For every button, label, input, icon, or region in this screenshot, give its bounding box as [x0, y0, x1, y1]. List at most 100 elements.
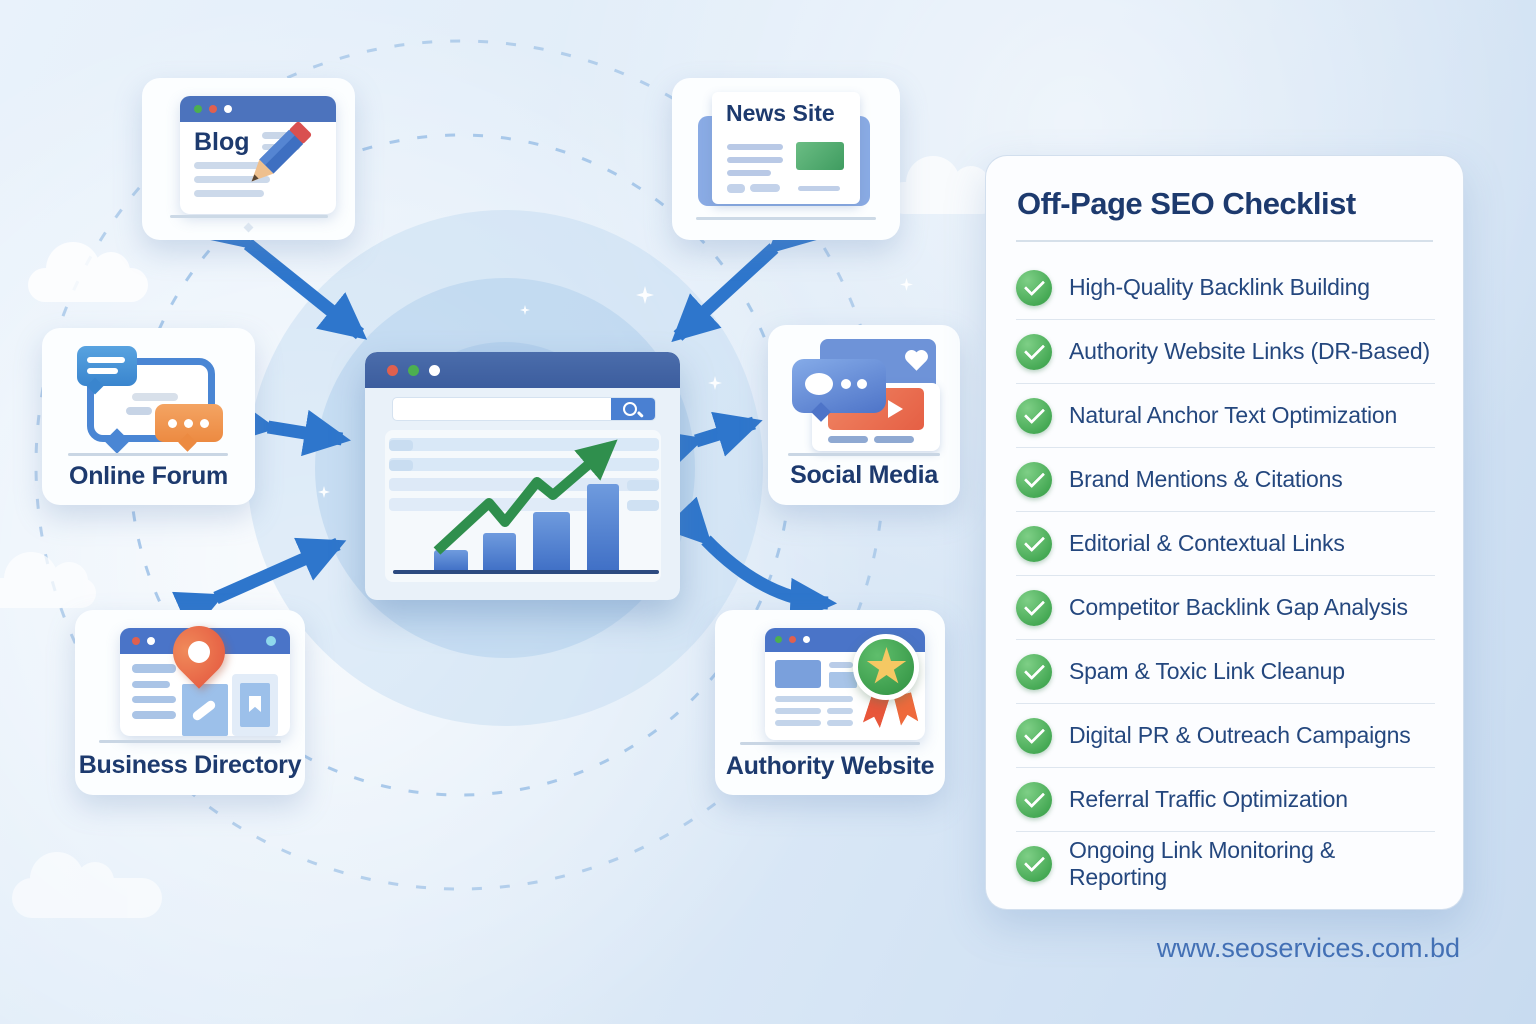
text-line	[727, 144, 783, 150]
chart-bar	[434, 550, 468, 571]
window-dot-white	[429, 365, 440, 376]
listing-panel-icon	[232, 674, 278, 736]
text-line	[727, 157, 783, 163]
chart-baseline	[393, 570, 659, 574]
checklist-item: Referral Traffic Optimization	[1016, 768, 1435, 832]
checklist-item-label: Ongoing Link Monitoring & Reporting	[1069, 836, 1336, 890]
checklist-item: Editorial & Contextual Links	[1016, 512, 1435, 576]
text-line	[828, 436, 868, 443]
text-line	[829, 662, 853, 668]
cloud-icon	[0, 552, 96, 608]
pin-center	[183, 636, 215, 668]
arrow-directory-hub	[172, 537, 347, 635]
text-block	[727, 184, 745, 193]
checklist-item: High-Quality Backlink Building	[1016, 256, 1435, 320]
node-card-blog: Blog	[142, 78, 355, 240]
content-cell	[627, 500, 659, 511]
chart-bar	[483, 533, 516, 571]
chart-bar	[587, 484, 619, 571]
node-card-social: Social Media	[768, 325, 960, 505]
sparkle-icon	[520, 305, 530, 315]
check-icon	[1016, 397, 1052, 434]
checklist-item: Natural Anchor Text Optimization	[1016, 384, 1435, 448]
forum-bubble-blue-icon	[77, 346, 137, 386]
cloud-icon	[12, 852, 162, 918]
node-card-authority: Authority Website	[715, 610, 945, 795]
footer-website-url: www.seoservices.com.bd	[1156, 933, 1460, 963]
node-card-directory: Business Directory	[75, 610, 305, 795]
checklist-item: Competitor Backlink Gap Analysis	[1016, 576, 1435, 640]
cloud-icon	[888, 156, 998, 214]
browser-topbar	[180, 96, 336, 122]
title-divider	[1016, 240, 1433, 242]
star-icon	[866, 647, 907, 684]
label-divider	[788, 453, 940, 456]
text-line	[194, 176, 270, 183]
node-label-social: Social Media	[790, 461, 938, 489]
window-dot-cyan	[266, 636, 276, 646]
text-line	[727, 170, 771, 176]
text-line	[132, 696, 176, 703]
shelf-line	[170, 215, 328, 218]
checklist-item-label: Spam & Toxic Link Cleanup	[1069, 658, 1345, 684]
medal-icon	[853, 634, 919, 700]
window-dot-red	[132, 637, 140, 645]
social-bubble-icon	[792, 359, 886, 413]
pencil-icon	[251, 121, 312, 182]
text-line	[126, 407, 152, 415]
check-icon	[1016, 845, 1052, 882]
cloud-icon	[28, 242, 148, 302]
arrow-news-hub	[671, 205, 818, 343]
checklist-item-label: High-Quality Backlink Building	[1069, 274, 1370, 300]
checklist-item-label: Natural Anchor Text Optimization	[1069, 402, 1398, 428]
check-icon	[1016, 781, 1052, 818]
hub-browser-window	[365, 352, 680, 600]
check-icon	[1016, 461, 1052, 498]
hero-block	[775, 660, 821, 688]
arrow-social-hub	[653, 411, 763, 475]
checklist-item-label: Editorial & Contextual Links	[1069, 530, 1345, 556]
typing-dot	[200, 419, 209, 428]
window-dot-green	[775, 636, 782, 643]
node-label-forum: Online Forum	[69, 462, 228, 490]
diamond-dot	[243, 222, 254, 233]
node-label-authority: Authority Website	[725, 752, 935, 780]
newspaper-page-icon: News Site	[712, 92, 860, 204]
arrow-blog-hub	[203, 202, 368, 340]
text-line	[132, 711, 176, 719]
checklist-rows: High-Quality Backlink Building Authority…	[1016, 256, 1435, 895]
checklist-item: Authority Website Links (DR-Based)	[1016, 320, 1435, 384]
window-dot-red	[789, 636, 796, 643]
node-card-news: News Site	[672, 78, 900, 240]
typing-dot	[841, 379, 851, 389]
check-icon	[1016, 333, 1052, 370]
window-dot-white	[224, 105, 232, 113]
blog-title: Blog	[194, 128, 250, 156]
text-line	[775, 696, 853, 702]
content-cell	[389, 460, 413, 471]
checklist-panel: Off-Page SEO Checklist High-Quality Back…	[985, 155, 1464, 910]
checklist-item: Ongoing Link Monitoring & Reporting	[1016, 832, 1435, 895]
search-button	[611, 398, 655, 420]
label-divider	[99, 740, 281, 743]
label-divider	[740, 742, 920, 745]
text-line	[874, 436, 914, 443]
search-bar	[392, 397, 656, 421]
play-icon	[888, 400, 903, 418]
content-cell	[627, 480, 659, 491]
node-label-directory: Business Directory	[78, 751, 302, 779]
text-line	[132, 393, 178, 401]
checklist-item: Digital PR & Outreach Campaigns	[1016, 704, 1435, 768]
text-line	[194, 190, 264, 197]
window-dot-white	[803, 636, 810, 643]
check-icon	[1016, 269, 1052, 306]
shelf-line	[696, 217, 876, 220]
content-cell	[389, 440, 413, 451]
window-dot-red	[387, 365, 398, 376]
check-icon	[1016, 653, 1052, 690]
news-photo-icon	[796, 142, 844, 170]
window-dot-white	[147, 637, 155, 645]
text-line	[775, 708, 821, 714]
